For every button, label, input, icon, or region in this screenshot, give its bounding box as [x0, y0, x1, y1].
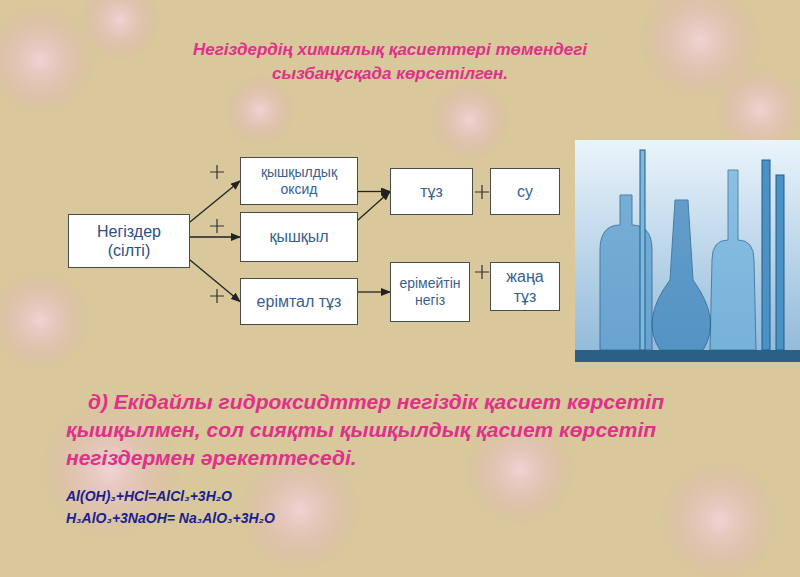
equation: Al(OH)₃+HCl=AlCl₃+3H₂O — [66, 488, 232, 504]
arrow-connector — [358, 291, 390, 292]
box-text: ерімтал тұз — [257, 292, 342, 311]
box-text: Негіздер (сілті) — [74, 222, 184, 260]
process-box: ерімтал тұз — [240, 278, 358, 325]
slide-title: Негіздердің химиялық қасиеттері төмендег… — [150, 38, 630, 86]
arrow-connector — [358, 192, 390, 221]
arrow-connector — [190, 260, 240, 302]
box-text: тұз — [420, 182, 443, 201]
process-box: ерімейтін негіз — [390, 262, 470, 322]
arrow-connector — [190, 181, 240, 222]
arrow-connector — [358, 191, 390, 192]
process-box: қышқыл — [240, 212, 358, 262]
process-box: тұз — [390, 168, 473, 215]
box-text: қышқыл — [269, 227, 328, 246]
process-box: жаңа тұз — [490, 262, 560, 311]
note-paragraph: д) Екідайлы гидроксидттер негіздік қасие… — [66, 388, 786, 472]
arrow-connector — [190, 236, 240, 237]
glassware-photo — [575, 140, 800, 362]
box-text: су — [517, 182, 533, 201]
process-box: қышқылдық оксид — [240, 157, 358, 205]
equation: H₃AlO₃+3NaOH= Na₃AlO₃+3H₂O — [66, 510, 275, 526]
box-text: қышқылдық оксид — [246, 164, 352, 198]
box-text: жаңа тұз — [496, 267, 554, 305]
box-text: ерімейтін негіз — [396, 275, 464, 309]
process-box: Негіздер (сілті) — [68, 214, 190, 268]
process-box: су — [490, 168, 560, 215]
